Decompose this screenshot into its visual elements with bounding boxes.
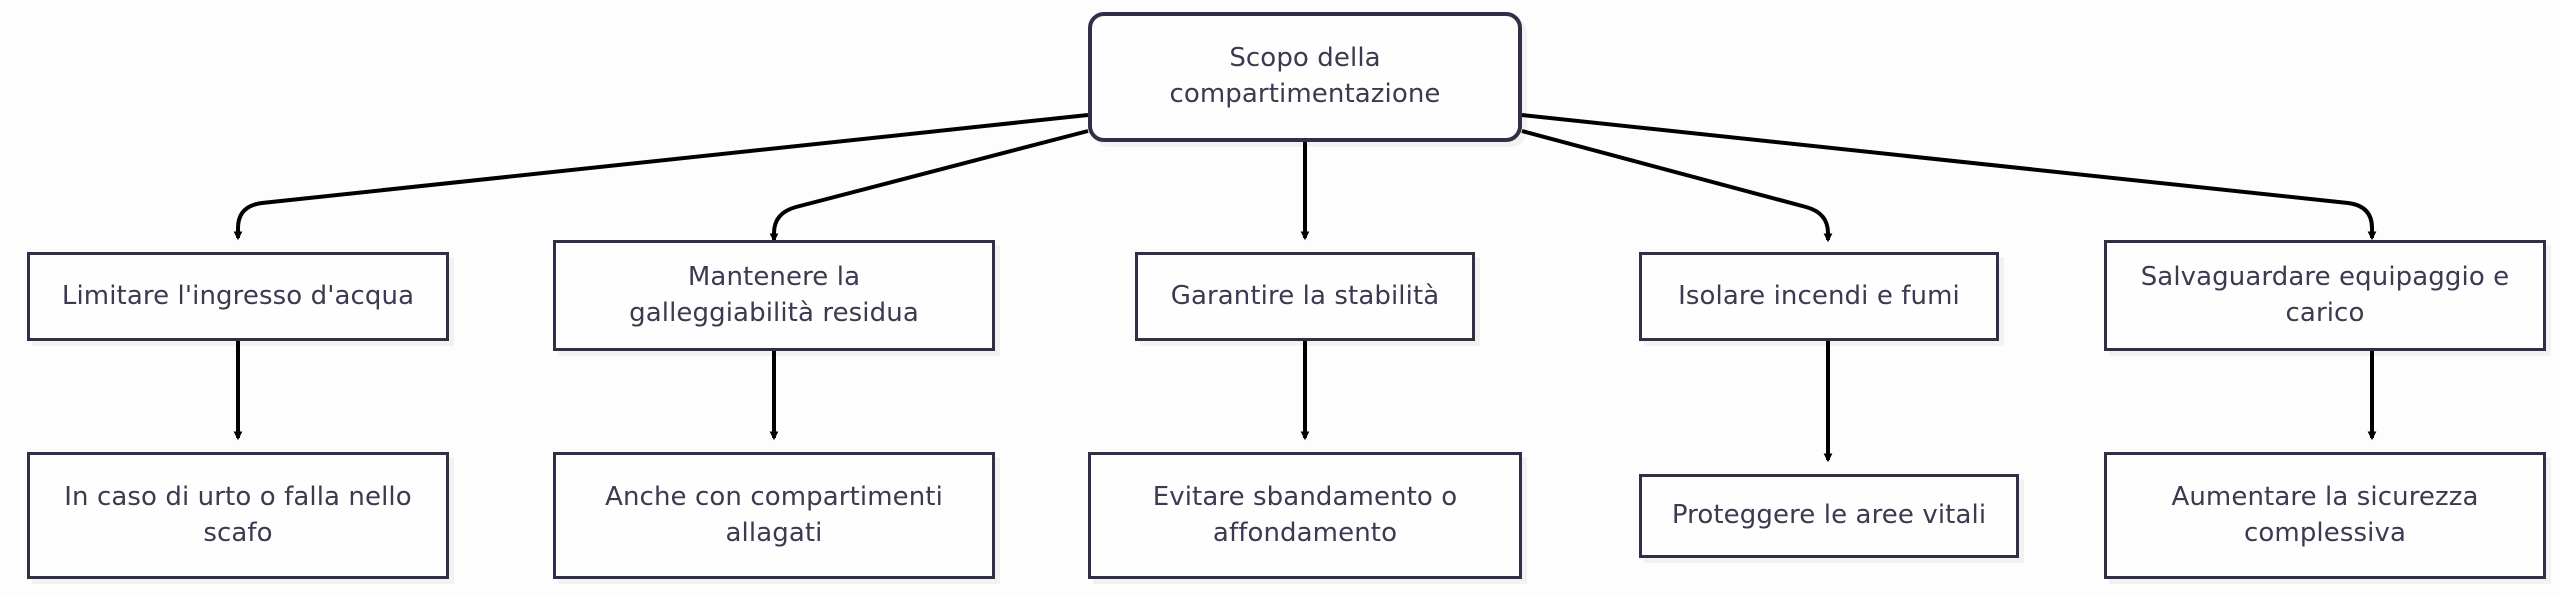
node-branch-4-label: Isolare incendi e fumi xyxy=(1678,280,1960,311)
node-branch-5-label: Salvaguardare equipaggio e carico xyxy=(2140,261,2510,328)
node-branch-1[interactable]: Limitare l'ingresso d'acqua xyxy=(27,252,449,341)
node-detail-2-label: Anche con compartimenti allagati xyxy=(605,481,943,548)
node-root[interactable]: Scopo della compartimentazione xyxy=(1088,12,1522,142)
node-branch-5[interactable]: Salvaguardare equipaggio e carico xyxy=(2104,240,2546,351)
node-branch-2[interactable]: Mantenere la galleggiabilità residua xyxy=(553,240,995,351)
node-branch-3[interactable]: Garantire la stabilità xyxy=(1135,252,1475,341)
node-detail-2[interactable]: Anche con compartimenti allagati xyxy=(553,452,995,579)
node-detail-4-label: Proteggere le aree vitali xyxy=(1671,500,1987,531)
node-branch-3-label: Garantire la stabilità xyxy=(1170,280,1440,311)
node-detail-5[interactable]: Aumentare la sicurezza complessiva xyxy=(2104,452,2546,579)
node-root-label: Scopo della compartimentazione xyxy=(1169,43,1441,109)
edge-root-to-branch-4 xyxy=(1521,129,1833,243)
node-detail-4[interactable]: Proteggere le aree vitali xyxy=(1639,474,2019,558)
node-detail-5-label: Aumentare la sicurezza complessiva xyxy=(2171,481,2479,548)
node-detail-1-label: In caso di urto o falla nello scafo xyxy=(64,481,412,548)
edge-root-to-branch-1 xyxy=(233,113,1089,241)
node-detail-1[interactable]: In caso di urto o falla nello scafo xyxy=(27,452,449,579)
node-branch-4[interactable]: Isolare incendi e fumi xyxy=(1639,252,1999,341)
edge-root-to-branch-5 xyxy=(1521,113,2377,241)
node-branch-1-label: Limitare l'ingresso d'acqua xyxy=(61,280,415,311)
edge-root-to-branch-2 xyxy=(769,129,1089,243)
node-detail-3[interactable]: Evitare sbandamento o affondamento xyxy=(1088,452,1522,579)
node-detail-3-label: Evitare sbandamento o affondamento xyxy=(1152,481,1458,548)
node-branch-2-label: Mantenere la galleggiabilità residua xyxy=(629,261,919,328)
